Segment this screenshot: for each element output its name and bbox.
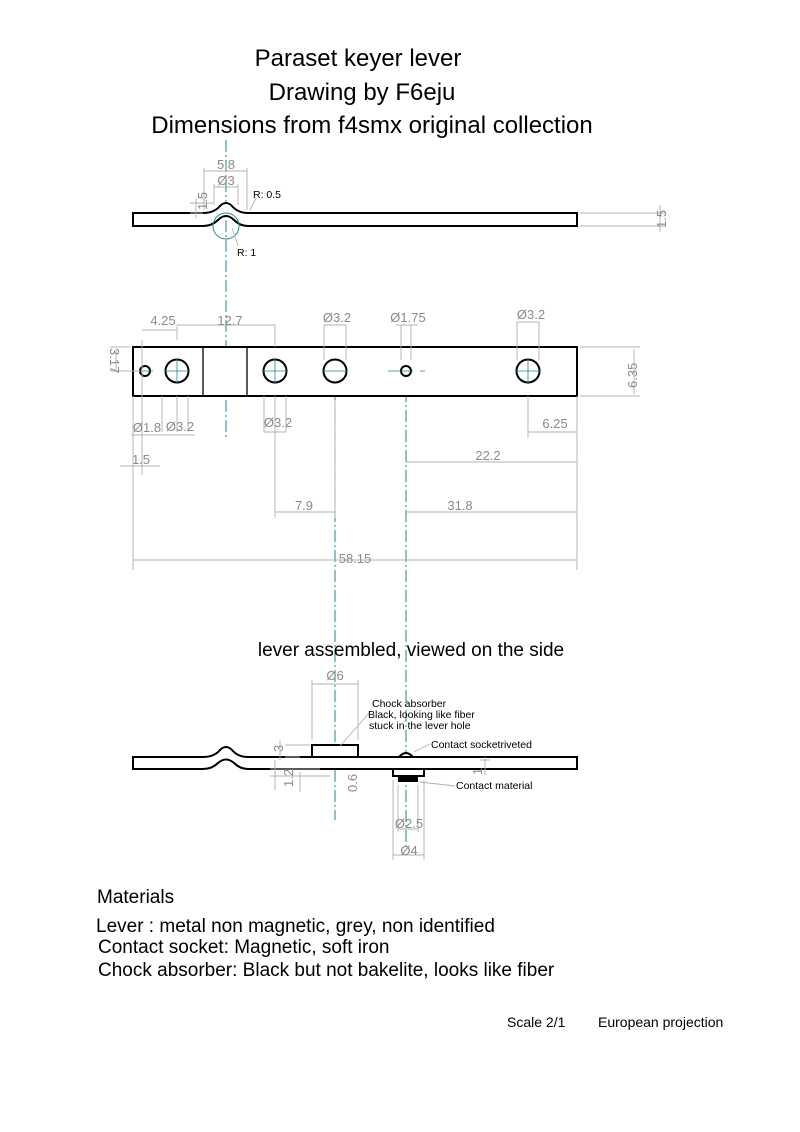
title-line-3: Dimensions from f4smx original collectio… <box>151 112 593 139</box>
dim-diameter-6: Ø6 <box>326 668 343 683</box>
assembly-heading: lever assembled, viewed on the side <box>258 640 564 661</box>
material-item: Chock absorber: Black but not bakelite, … <box>98 960 555 981</box>
contact-socket <box>392 768 425 777</box>
dim-1-5: 1.5 <box>132 452 150 467</box>
title-line-2: Drawing by F6eju <box>269 79 456 106</box>
dim-58-15: 58.15 <box>339 551 372 566</box>
materials-section: Materials Lever : metal non magnetic, gr… <box>96 887 555 981</box>
scale-label: Scale 2/1 <box>507 1014 566 1030</box>
note-absorber-1: Chock absorber <box>372 698 447 710</box>
dim-hole-1-8: Ø1.8 <box>133 420 161 435</box>
dim-hole-3-2-d: Ø3.2 <box>517 307 545 322</box>
dim-6-25: 6.25 <box>542 416 567 431</box>
rivet-head <box>396 752 416 758</box>
dim-diameter-2-5: Ø2.5 <box>395 816 423 831</box>
dim-thickness: 1.5 <box>654 210 669 228</box>
dim-hole-3-2-c: Ø3.2 <box>323 310 351 325</box>
dim-12-7: 12.7 <box>217 313 242 328</box>
lever-profile <box>132 202 578 227</box>
material-item: Contact socket: Magnetic, soft iron <box>98 937 389 958</box>
dim-3: 3 <box>271 745 286 752</box>
side-view: 5.8 Ø3 1.5 1.5 R: 0.5 R: 1 <box>132 157 669 259</box>
dim-6-35: 6.35 <box>625 363 640 388</box>
bump-radius-circle <box>212 212 240 240</box>
dim-31-8: 31.8 <box>447 498 472 513</box>
title-line-1: Paraset keyer lever <box>255 45 462 72</box>
materials-heading: Materials <box>97 887 174 908</box>
dim-bump-height: 1.5 <box>195 192 210 210</box>
plan-view: 4.25 12.7 Ø3.2 Ø1.75 Ø3.2 3.17 6.35 Ø1.8… <box>107 307 640 570</box>
dim-1-2: 1.2 <box>281 769 296 787</box>
assembly-view: lever assembled, viewed on the side Ø6 3… <box>132 640 578 860</box>
projection-label: European projection <box>598 1014 723 1030</box>
dim-hole-3-2-b: Ø3.2 <box>264 415 292 430</box>
dim-3-17: 3.17 <box>107 348 122 373</box>
dim-1: 1 <box>470 768 485 775</box>
title-block: Paraset keyer lever Drawing by F6eju Dim… <box>151 45 593 139</box>
note-contact: Contact material <box>456 780 532 792</box>
lever-plan-outline <box>132 346 578 397</box>
material-item: Lever : metal non magnetic, grey, non id… <box>96 916 495 937</box>
dim-4-25: 4.25 <box>150 313 175 328</box>
dim-22-2: 22.2 <box>475 448 500 463</box>
dim-hole-3-2-a: Ø3.2 <box>166 419 194 434</box>
note-absorber-3: stuck in the lever hole <box>369 720 471 732</box>
dim-bump-diameter: Ø3 <box>217 173 234 188</box>
radius-outer-label: R: 0.5 <box>253 189 281 201</box>
shock-absorber <box>311 744 359 758</box>
dim-7-9: 7.9 <box>295 498 313 513</box>
dim-hole-1-75: Ø1.75 <box>390 310 425 325</box>
dim-diameter-4: Ø4 <box>400 843 417 858</box>
dim-0-6: 0.6 <box>345 774 360 792</box>
note-socket: Contact socketriveted <box>431 739 532 751</box>
contact-material <box>398 776 418 782</box>
note-absorber-2: Black, looking like fiber <box>368 709 475 721</box>
radius-inner-label: R: 1 <box>237 247 256 259</box>
dim-bump-width: 5.8 <box>217 157 235 172</box>
